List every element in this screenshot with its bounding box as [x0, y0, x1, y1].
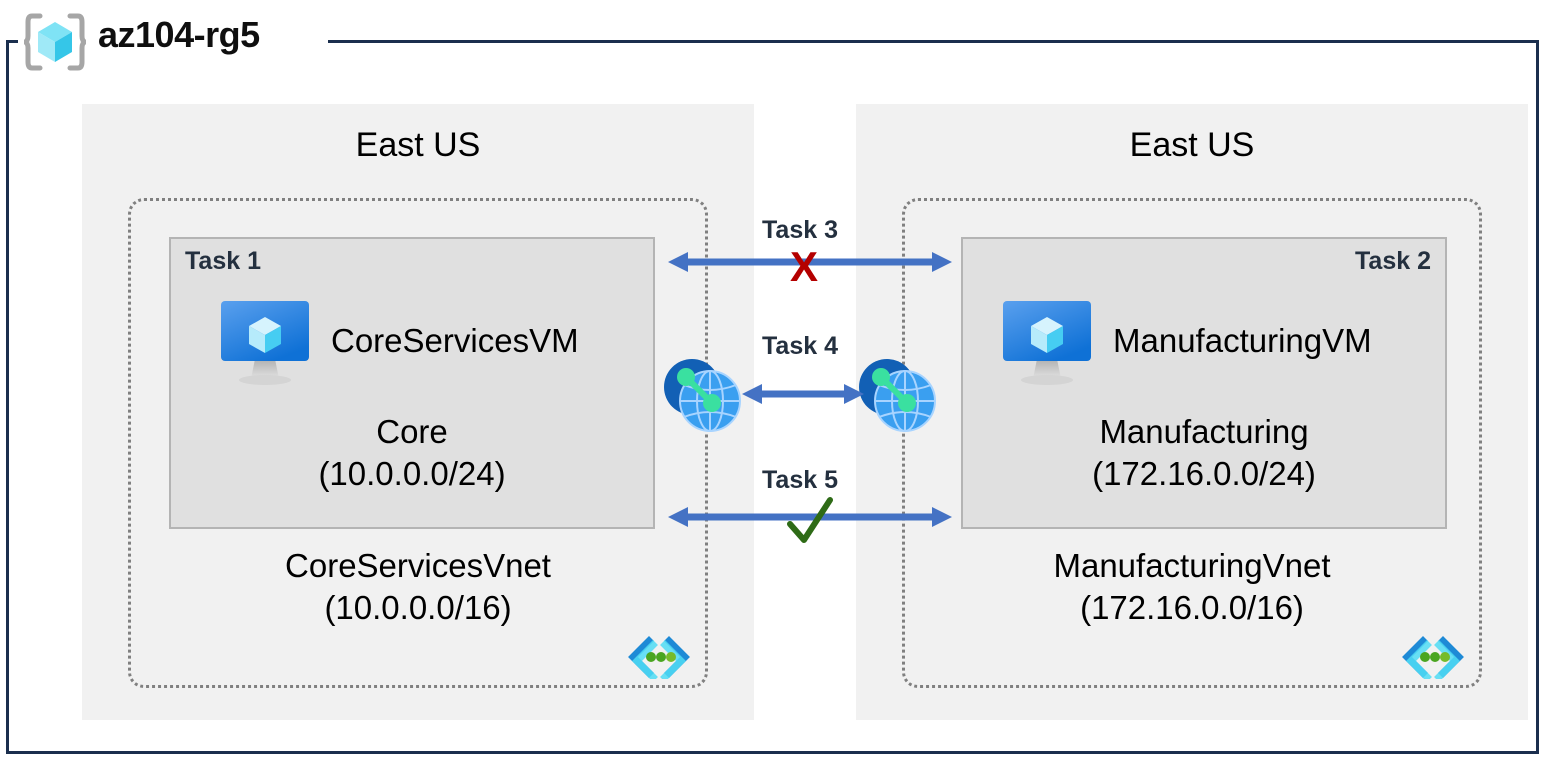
vnet-box-right: Task 2: [902, 198, 1482, 688]
subnet-name-left: Core (10.0.0.0/24): [171, 411, 653, 495]
subnet-box-left: Task 1: [169, 237, 655, 529]
vm-name-left: CoreServicesVM: [331, 322, 579, 359]
vnet-box-left: Task 1: [128, 198, 708, 688]
connector-arrow-task4: [740, 380, 866, 408]
resource-group-cube-icon: [17, 12, 93, 72]
subnet-title-right: Manufacturing: [1099, 413, 1309, 450]
connector-label-task5: Task 5: [762, 466, 838, 494]
subnet-brackets-icon: [1401, 635, 1465, 682]
vnet-title-left: CoreServicesVnet: [285, 547, 551, 584]
vm-row-right: ManufacturingVM: [963, 295, 1445, 387]
subnet-brackets-icon: [627, 635, 691, 682]
virtual-network-globe-icon: [660, 355, 744, 435]
vm-row-left: CoreServicesVM: [171, 295, 653, 387]
connector-label-task3: Task 3: [762, 216, 838, 244]
status-blocked-x-icon: X: [790, 243, 819, 290]
connector-arrow-task5: [664, 503, 956, 531]
vnet-name-right: ManufacturingVnet (172.16.0.0/16): [905, 545, 1479, 629]
region-label-right: East US: [1129, 126, 1255, 164]
vnet-title-right: ManufacturingVnet: [1053, 547, 1331, 584]
region-panel-right: East US Task 2: [856, 104, 1528, 720]
subnet-name-right: Manufacturing (172.16.0.0/24): [963, 411, 1445, 495]
region-panel-left: East US Task 1: [82, 104, 754, 720]
subnet-box-right: Task 2: [961, 237, 1447, 529]
status-allowed-check-icon: [782, 494, 838, 550]
task-tag-2: Task 2: [1355, 247, 1431, 275]
vnet-name-left: CoreServicesVnet (10.0.0.0/16): [131, 545, 705, 629]
vnet-cidr-right: (172.16.0.0/16): [1080, 589, 1304, 627]
subnet-cidr-left: (10.0.0.0/24): [318, 455, 506, 493]
vnet-cidr-left: (10.0.0.0/16): [324, 589, 512, 627]
connector-arrow-task3: [664, 248, 956, 276]
resource-group-frame: [6, 40, 1539, 754]
connector-label-task4: Task 4: [762, 332, 838, 360]
region-label-left: East US: [355, 126, 481, 164]
resource-group-name: az104-rg5: [98, 14, 260, 55]
vm-name-right: ManufacturingVM: [1113, 322, 1372, 359]
task-tag-1: Task 1: [185, 247, 261, 275]
subnet-cidr-right: (172.16.0.0/24): [1092, 455, 1316, 493]
virtual-machine-icon: [217, 295, 313, 387]
subnet-title-left: Core: [376, 413, 448, 450]
virtual-machine-icon: [999, 295, 1095, 387]
virtual-network-globe-icon: [855, 355, 939, 435]
